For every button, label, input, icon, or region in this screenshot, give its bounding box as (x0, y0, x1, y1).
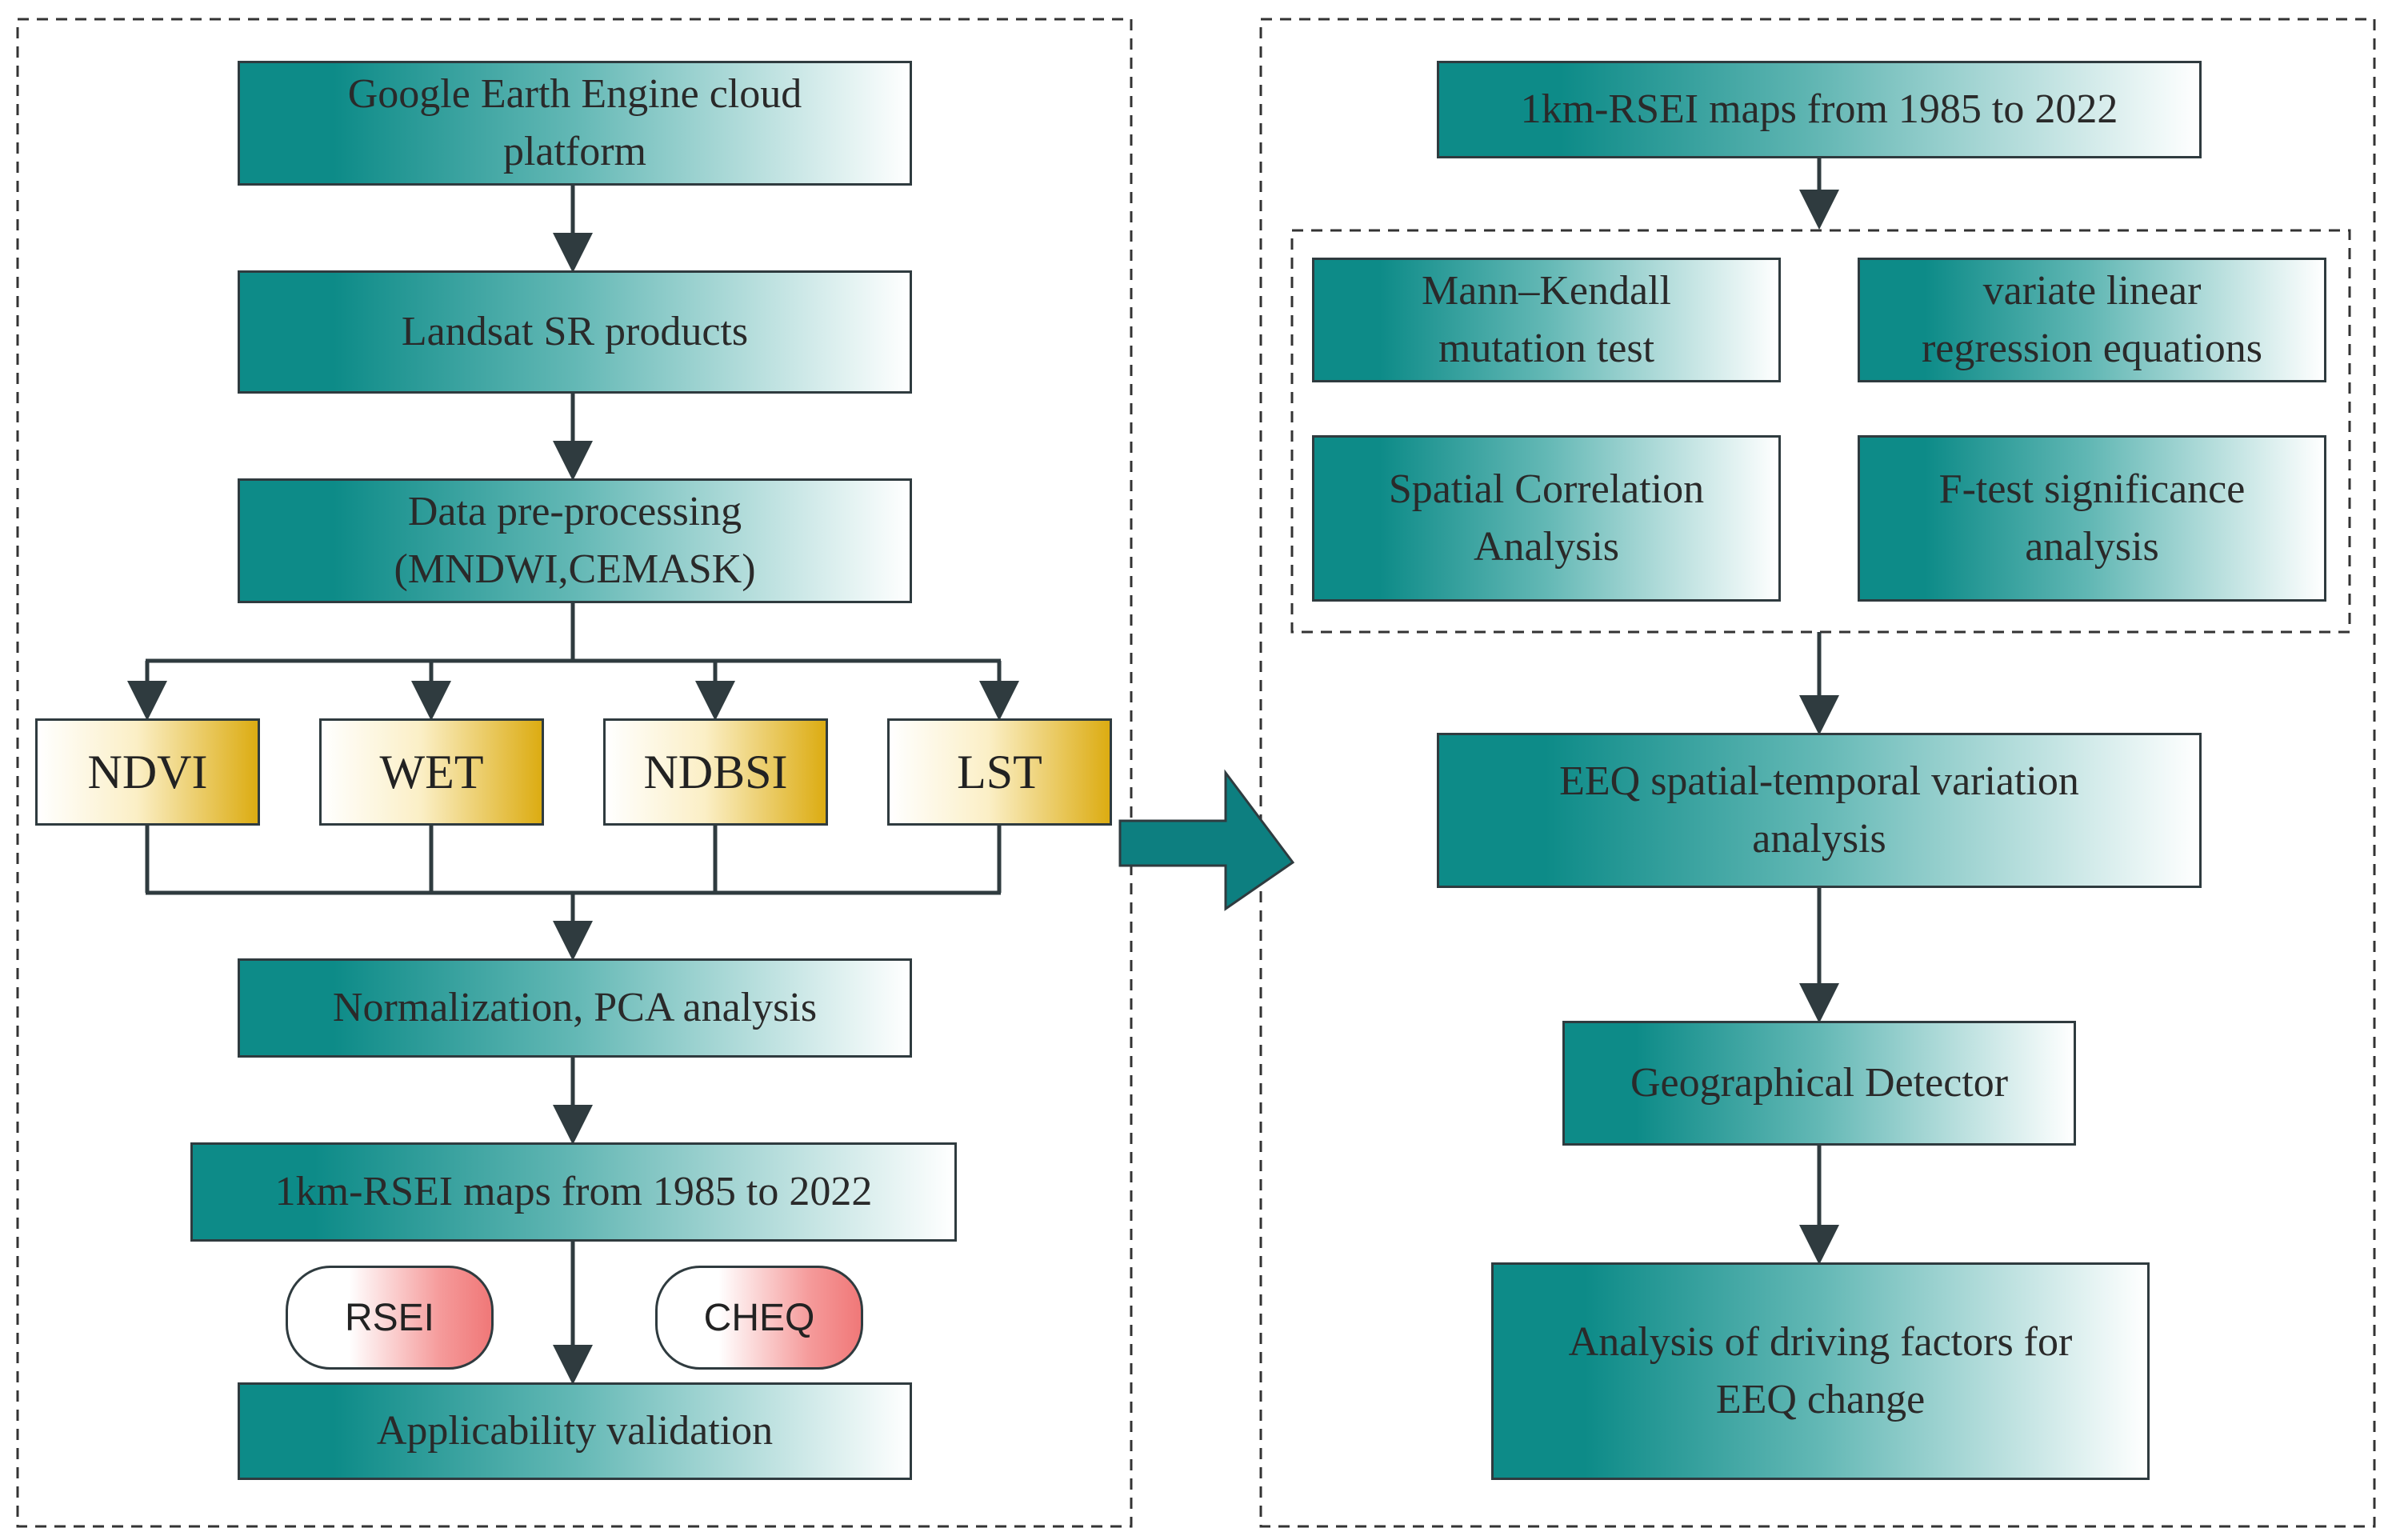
gee-platform-box: Google Earth Engine cloud platform (238, 61, 912, 186)
applicability-validation-box: Applicability validation (238, 1382, 912, 1480)
eeq-variation-analysis-box: EEQ spatial-temporal variation analysis (1437, 733, 2202, 888)
linear-regression-box: variate linear regression equations (1858, 258, 2326, 382)
spatial-correlation-box: Spatial Correlation Analysis (1312, 435, 1781, 602)
indicator-ndbsi-box: NDBSI (603, 718, 828, 826)
normalization-pca-box: Normalization, PCA analysis (238, 958, 912, 1058)
right-rsei-maps-box: 1km-RSEI maps from 1985 to 2022 (1437, 61, 2202, 158)
indicator-lst-box: LST (887, 718, 1112, 826)
mann-kendall-box: Mann–Kendall mutation test (1312, 258, 1781, 382)
driving-factors-box: Analysis of driving factors for EEQ chan… (1491, 1262, 2150, 1480)
right-panel-border (1259, 18, 2376, 1528)
preprocessing-box: Data pre-processing (MNDWI,CEMASK) (238, 478, 912, 603)
landsat-products-box: Landsat SR products (238, 270, 912, 394)
left-rsei-maps-box: 1km-RSEI maps from 1985 to 2022 (190, 1142, 957, 1242)
geographical-detector-box: Geographical Detector (1562, 1021, 2076, 1146)
panel-transition-arrow (1118, 769, 1295, 911)
left-panel-border (16, 18, 1133, 1528)
indicator-wet-box: WET (319, 718, 544, 826)
indicator-ndvi-box: NDVI (35, 718, 260, 826)
cheq-reference-pill: CHEQ (655, 1266, 863, 1370)
f-test-significance-box: F-test significance analysis (1858, 435, 2326, 602)
rsei-reference-pill: RSEI (286, 1266, 494, 1370)
